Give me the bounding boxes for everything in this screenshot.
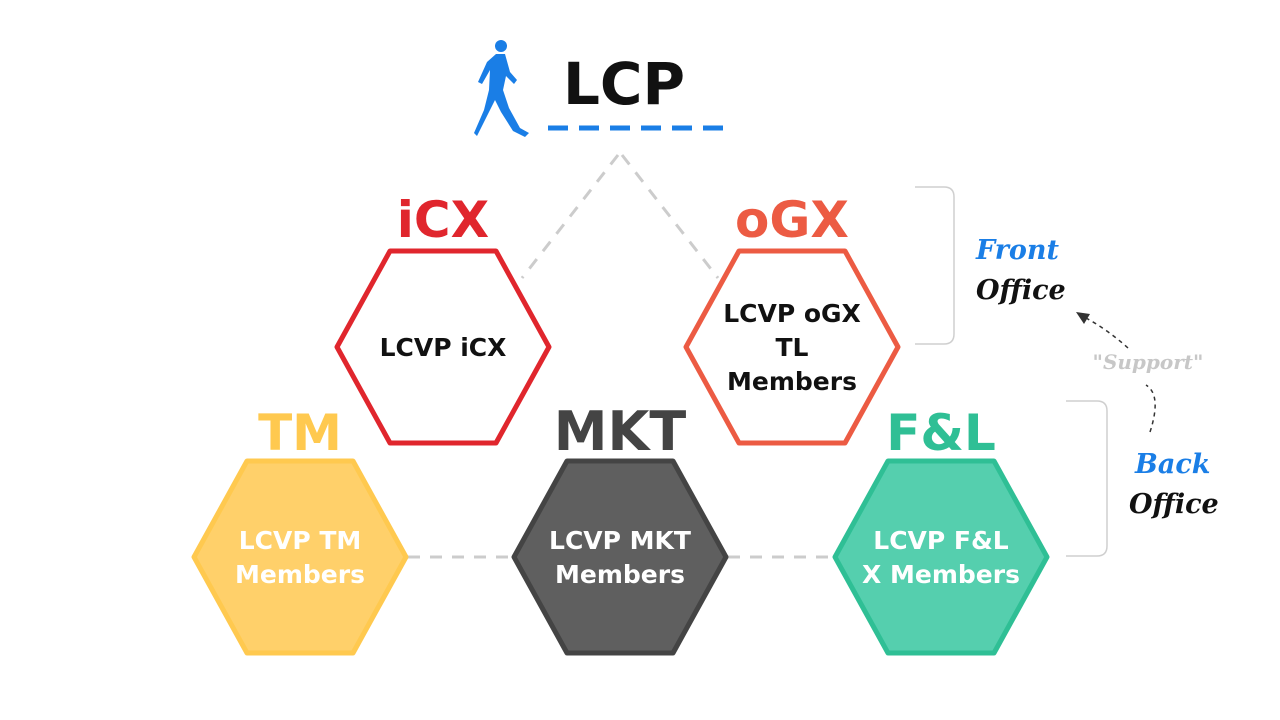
lcp-title: LCP [563,50,685,118]
hexagon-icx: iCX LCVP iCX [334,191,552,446]
hexagon-ogx-text-line: Members [727,367,857,396]
hexagon-tm-text-line: Members [235,560,365,589]
hexagon-ogx-text-line: LCVP oGX [723,299,861,328]
hexagon-icx-shape [334,248,552,446]
front-office-label-line1: Front [975,235,1060,266]
hexagon-icx-text-line: LCVP iCX [380,333,507,362]
hexagon-fl-text-line: X Members [862,560,1020,589]
hexagon-mkt-heading: MKT [554,400,687,463]
front-office-bracket [915,186,955,345]
hexagon-icx-heading: iCX [397,191,489,249]
connector-lcp-ogx [620,154,720,279]
hexagon-fl-text-line: LCVP F&L [873,526,1009,555]
support-arrow [1085,317,1156,433]
hexagon-mkt-text-line: Members [555,560,685,589]
hexagon-fl: F&L LCVP F&L X Members [832,404,1050,656]
back-office-bracket [1066,400,1108,557]
support-label: "Support" [1093,350,1204,374]
back-office-label-line2: Office [1129,489,1219,520]
connector-lcp-icx [520,154,620,279]
hexagon-fl-heading: F&L [886,404,996,462]
back-office-label-line1: Back [1134,449,1210,480]
hexagon-ogx-heading: oGX [735,191,849,249]
support-arrowhead-icon [1076,312,1090,324]
hexagon-mkt: MKT LCVP MKT Members [511,400,729,656]
hexagon-tm-heading: TM [258,404,342,462]
hexagon-tm-shape [191,458,409,656]
walking-person-icon [474,40,529,137]
connector-lines [408,154,834,559]
hexagon-fl-shape [832,458,1050,656]
hexagon-tm: TM LCVP TM Members [191,404,409,656]
hexagon-ogx-shape [683,248,901,446]
hexagon-mkt-shape [511,458,729,656]
hexagon-ogx: oGX LCVP oGX TL Members [683,191,901,446]
hexagon-ogx-text-line: TL [776,333,809,362]
hexagon-tm-text-line: LCVP TM [239,526,362,555]
hexagon-mkt-text-line: LCVP MKT [549,526,691,555]
front-office-label-line2: Office [976,275,1066,306]
